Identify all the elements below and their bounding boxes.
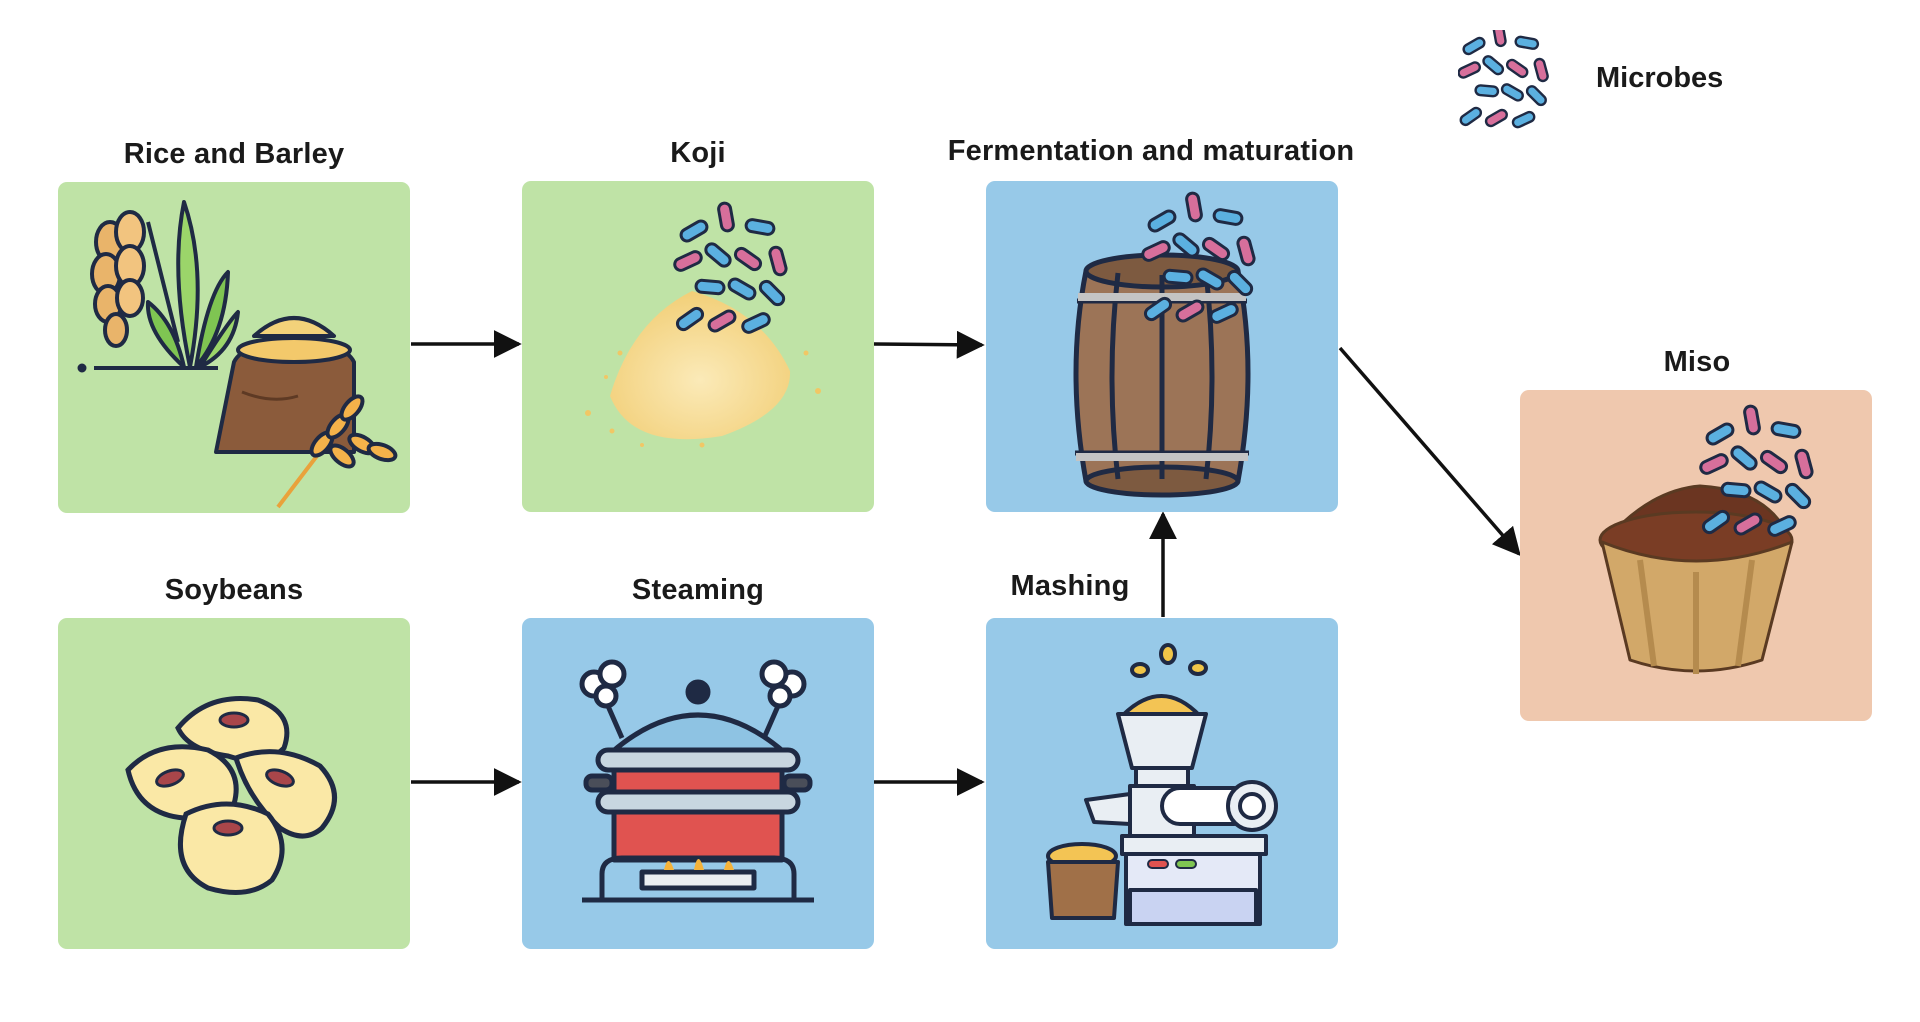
steamer-pot-icon — [579, 659, 814, 903]
node-label-steaming: Steaming — [631, 574, 765, 606]
miso-bowl-icon — [1598, 403, 1815, 674]
node-label-miso: Miso — [1663, 346, 1731, 378]
arrow-koji-to-fermentation — [873, 330, 985, 359]
arrow-fermentation-to-miso — [1338, 346, 1521, 557]
microbes-icon — [1458, 30, 1550, 130]
grinder-icon — [1046, 643, 1278, 926]
node-miso — [1520, 390, 1872, 721]
node-label-fermentation: Fermentation and maturation — [947, 135, 1355, 167]
node-label-soybeans: Soybeans — [164, 574, 304, 606]
soybeans-icon — [125, 696, 337, 895]
node-steaming — [522, 618, 874, 949]
node-mashing — [986, 618, 1338, 949]
node-rice-barley — [58, 182, 410, 513]
barrel-icon — [1073, 190, 1257, 498]
node-fermentation — [986, 181, 1338, 512]
grain-sack-icon — [77, 200, 398, 509]
microbes-icon — [671, 200, 789, 336]
node-koji — [522, 181, 874, 512]
node-label-rice-barley: Rice and Barley — [123, 138, 345, 170]
koji-icon — [585, 200, 821, 448]
node-label-mashing: Mashing — [1010, 570, 1130, 602]
microbes-icon — [1697, 403, 1815, 539]
node-soybeans — [58, 618, 410, 949]
node-label-koji: Koji — [670, 137, 726, 169]
legend-label: Microbes — [1596, 62, 1724, 94]
